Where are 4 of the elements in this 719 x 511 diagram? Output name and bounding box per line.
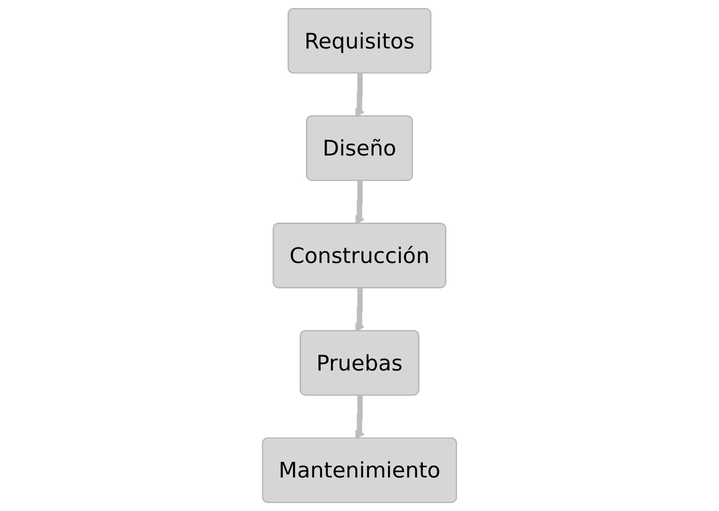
arrow <box>355 288 365 332</box>
arrow <box>355 396 365 439</box>
arrow <box>355 180 365 224</box>
arrow <box>355 74 365 117</box>
